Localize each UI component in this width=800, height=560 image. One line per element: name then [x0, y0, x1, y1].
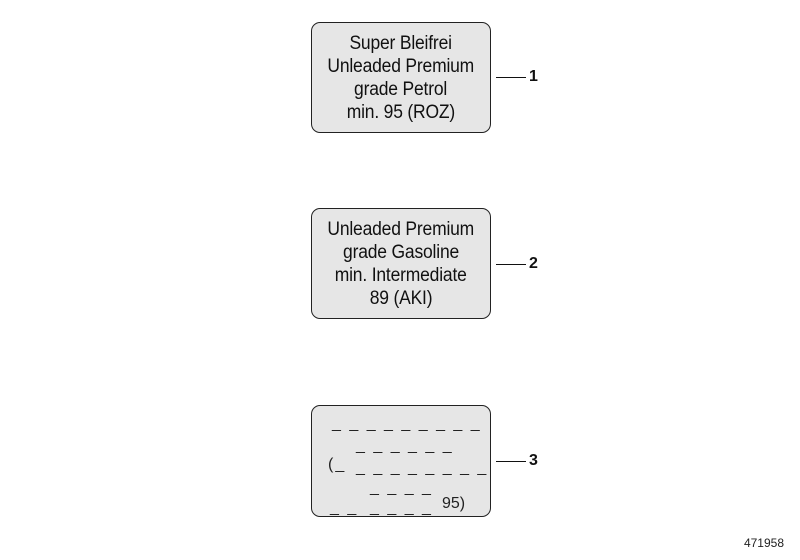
label-1-line-4: min. 95 (ROZ): [346, 101, 456, 123]
fuel-label-3: _ _ _ _ _ _ _ _ _ _ _ _ _ _ _ (_ _ _ _ _…: [311, 405, 491, 517]
label-1-line-2: Unleaded Premium: [327, 55, 475, 77]
label-2-line-1: Unleaded Premium: [327, 218, 475, 240]
label-3-glyph-row-4: _ _ _ _: [370, 479, 433, 496]
label-3-glyph-row-5c: 95): [442, 495, 466, 512]
fuel-label-2-text: Unleaded Premium grade Gasoline min. Int…: [312, 209, 490, 318]
label-3-glyph-row-5a: _ _: [330, 499, 359, 516]
label-1-line-3: grade Petrol: [354, 78, 448, 100]
label-3-glyph-row-3a: (_: [328, 456, 347, 473]
fuel-label-1-text: Super Bleifrei Unleaded Premium grade Pe…: [312, 23, 490, 132]
label-2-line-4: 89 (AKI): [369, 287, 433, 309]
label-3-glyph-row-2: _ _ _ _ _ _: [356, 437, 454, 454]
label-2-line-3: min. Intermediate: [335, 264, 467, 286]
label-2-line-2: grade Gasoline: [343, 241, 459, 263]
fuel-label-1: Super Bleifrei Unleaded Premium grade Pe…: [311, 22, 491, 133]
leader-line-2: [496, 264, 526, 265]
label-3-glyph-row-5b: _ _ _ _: [370, 499, 433, 516]
label-1-line-1: Super Bleifrei: [349, 32, 453, 54]
leader-line-3: [496, 461, 526, 462]
callout-number-3: 3: [529, 452, 538, 469]
callout-number-1: 1: [529, 68, 538, 85]
label-3-glyph-row-3b: _ _ _ _ _ _ _ _: [356, 459, 489, 476]
callout-number-2: 2: [529, 255, 538, 272]
drawing-id: 471958: [743, 536, 784, 550]
fuel-label-2: Unleaded Premium grade Gasoline min. Int…: [311, 208, 491, 319]
leader-line-1: [496, 77, 526, 78]
label-3-glyph-row-1: _ _ _ _ _ _ _ _ _: [332, 415, 482, 432]
